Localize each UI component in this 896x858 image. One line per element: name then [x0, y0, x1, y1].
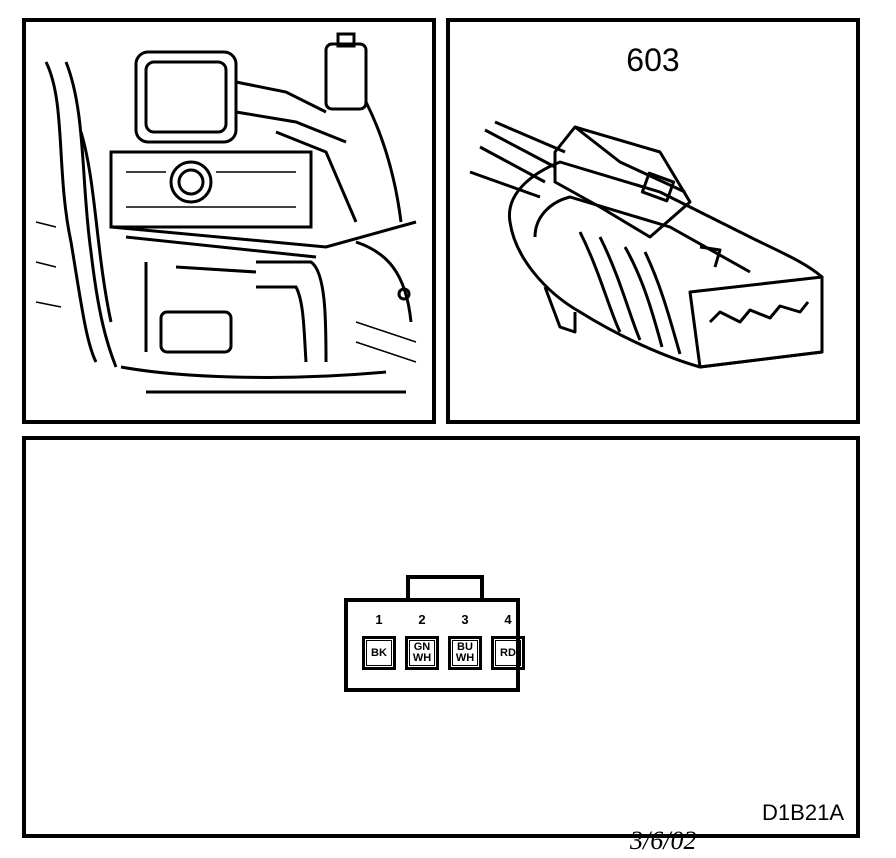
connector-id-label: 603 — [626, 42, 680, 78]
connector-perspective-panel: 603 — [446, 18, 860, 424]
pin-3-color-primary: BU — [457, 641, 473, 653]
pin-3-number: 3 — [461, 612, 469, 627]
connector-3d-drawing — [469, 120, 824, 369]
pin-4-color: RD — [500, 646, 516, 659]
pin-2-number: 2 — [418, 612, 426, 627]
connector-housing — [344, 598, 520, 692]
figure-reference-code: D1B21A — [762, 800, 844, 825]
pin-3-cavity: BU WH — [448, 636, 482, 670]
pin-3-color-stripe: WH — [455, 652, 475, 664]
pin-1-cavity: BK — [362, 636, 396, 670]
pin-4-cavity: RD — [491, 636, 525, 670]
engine-bay-drawing — [35, 32, 417, 394]
pin-2-color-stripe: WH — [412, 652, 432, 664]
pin-2-cavity: GN WH — [405, 636, 439, 670]
pin-1-color: BK — [371, 646, 387, 659]
pin-4-number: 4 — [504, 612, 512, 627]
pin-1-number: 1 — [375, 612, 383, 627]
engine-bay-illustration — [22, 18, 436, 424]
connector-pinout-panel: 1 2 3 4 BK GN WH BU WH RD D1B21A — [22, 436, 860, 838]
connector-latch — [406, 575, 484, 602]
date-stamp: 3/6/02 — [630, 826, 697, 855]
pin-2-color-primary: GN — [413, 641, 431, 653]
